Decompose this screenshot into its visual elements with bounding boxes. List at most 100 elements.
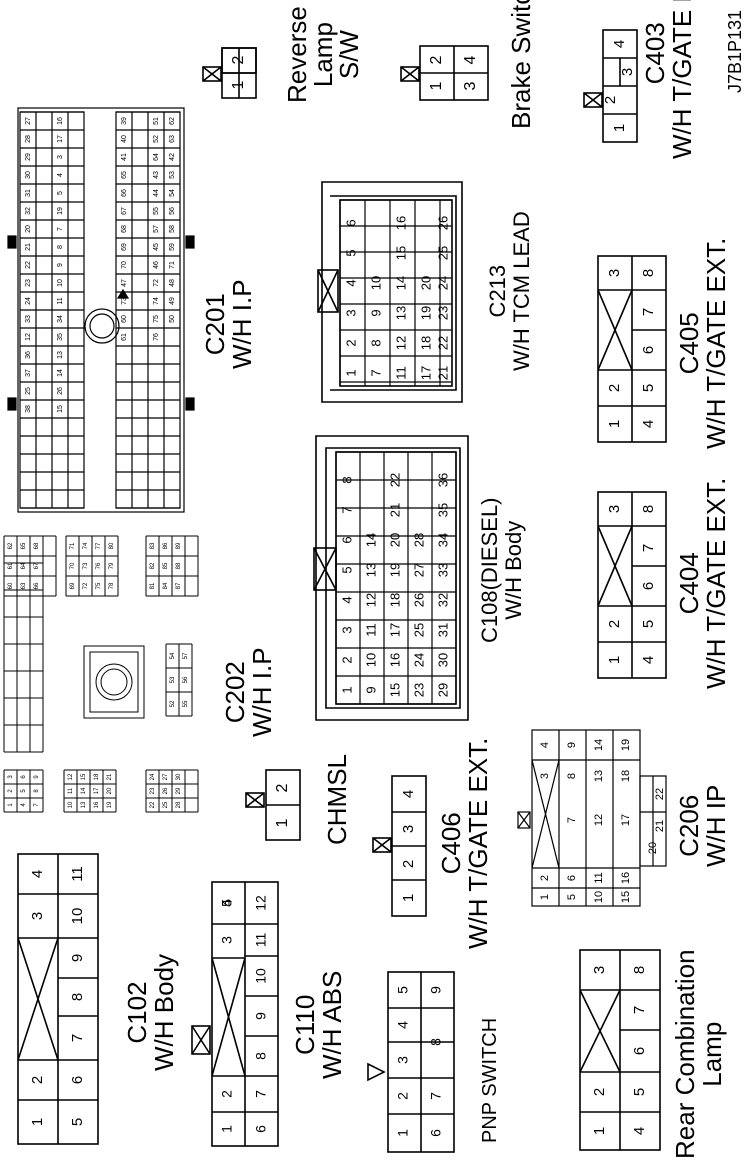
pin-number: 5 [640, 620, 657, 628]
rear-combination-lamp-label: Rear Combination Lamp [670, 949, 728, 1159]
pin-number: 75 [96, 582, 102, 589]
pin-number: 26 [411, 593, 426, 607]
pin-number: 3 [339, 626, 354, 633]
pin-number: 10 [68, 801, 74, 808]
pin-number: 5 [640, 384, 657, 392]
pin-number: 32 [25, 207, 32, 215]
pin-number: 79 [109, 562, 115, 569]
pin-number: 4 [462, 55, 479, 64]
pin-number: 10 [363, 653, 378, 667]
pin-number: 18 [620, 770, 632, 782]
pin-number: 45 [153, 243, 160, 251]
pin-number: 25 [25, 387, 32, 395]
pin-number: 5 [21, 789, 27, 793]
pin-number: 8 [34, 789, 40, 793]
pin-number: 59 [169, 243, 176, 251]
pin-number: 2 [343, 339, 358, 346]
c405-label: C405 W/H T/GATE EXT. [674, 237, 732, 449]
pin-number: 69 [121, 243, 128, 251]
pin-number: 6 [640, 582, 657, 590]
pin-number: 74 [153, 297, 160, 305]
pin-number: 11 [68, 787, 74, 794]
pin-number: 82 [150, 562, 156, 569]
pin-number: 1 [8, 803, 14, 807]
pin-number: 64 [21, 562, 27, 569]
pin-number: 9 [368, 309, 383, 316]
pin-number: 10 [593, 891, 605, 903]
pin-number: 75 [153, 315, 160, 323]
pin-number: 3 [219, 936, 235, 944]
pin-number: 3 [57, 155, 64, 159]
pin-number: 3 [400, 825, 417, 833]
pin-number: 4 [29, 870, 46, 878]
pin-number: 7 [428, 1092, 444, 1100]
c201-label: C201 W/H I.P [200, 279, 258, 369]
pin-number: 7 [57, 227, 64, 231]
pin-number: 63 [169, 135, 176, 143]
pin-number: 3 [395, 1056, 411, 1064]
c108-label: C108(DIESEL) W/H Body [477, 497, 527, 643]
pin-number: 34 [435, 533, 450, 547]
chmsl-label: CHMSL [322, 753, 352, 845]
pin-number: 14 [593, 739, 605, 751]
pin-number: 50 [169, 315, 176, 323]
pin-number: 58 [169, 225, 176, 233]
pin-number: 54 [170, 652, 176, 659]
c102-label: C102 W/H Body [122, 953, 180, 1071]
pin-number: 62 [8, 542, 14, 549]
pin-number: 15 [81, 773, 87, 780]
pin-number: 57 [153, 225, 160, 233]
c403-connector [583, 29, 638, 143]
pin-number: 73 [83, 562, 89, 569]
pin-number: 12 [68, 773, 74, 780]
pin-number: 14 [57, 369, 64, 377]
pin-number: 24 [411, 653, 426, 667]
pin-number: 8 [631, 966, 648, 974]
pin-number: 5 [339, 566, 354, 573]
pin-number: 52 [153, 135, 160, 143]
c404-connector [597, 491, 667, 679]
pin-number: 10 [253, 968, 269, 984]
figure-id-label: J7B1P131 [725, 9, 745, 93]
pin-number: 2 [539, 875, 551, 881]
pin-number: 53 [170, 676, 176, 683]
pin-number: 29 [176, 787, 182, 794]
pin-number: 74 [83, 542, 89, 549]
pin-number: 8 [69, 993, 86, 1001]
c213-connector [317, 181, 463, 403]
pnp-switch-label: PNP SWITCH [479, 1017, 501, 1143]
pin-number: 11 [69, 866, 86, 882]
pin-number: 76 [96, 562, 102, 569]
pin-number: 2 [219, 1090, 235, 1098]
pin-number: 22 [654, 788, 666, 800]
pin-number: 25 [435, 246, 450, 260]
c202-connector [3, 535, 199, 813]
c201-connector [7, 107, 195, 513]
pin-number: 18 [418, 336, 433, 350]
pin-number: 26 [163, 787, 169, 794]
pin-number: 16 [393, 216, 408, 230]
pin-number: 17 [418, 366, 433, 380]
pin-number: 51 [153, 117, 160, 125]
pin-number: 1 [400, 894, 417, 902]
pin-number: 89 [176, 542, 182, 549]
pin-number: 37 [25, 369, 32, 377]
pin-number: 67 [34, 562, 40, 569]
pin-number: 19 [57, 207, 64, 215]
pin-number: 70 [121, 261, 128, 269]
pin-number: 4 [640, 656, 657, 664]
pin-number: 65 [121, 171, 128, 179]
pin-number: 20 [107, 787, 113, 794]
pin-number: 24 [25, 297, 32, 305]
pin-number: 7 [69, 1034, 86, 1042]
pin-number: 29 [25, 153, 32, 161]
pin-number: 85 [163, 562, 169, 569]
pin-number: 2 [602, 96, 619, 104]
pin-number: 9 [428, 986, 444, 994]
pin-number: 15 [393, 246, 408, 260]
pin-number: 4 [21, 803, 27, 807]
pin-number: 55 [153, 207, 160, 215]
pin-number: 16 [620, 872, 632, 884]
pin-number: 88 [176, 562, 182, 569]
pin-number: 7 [566, 817, 578, 823]
